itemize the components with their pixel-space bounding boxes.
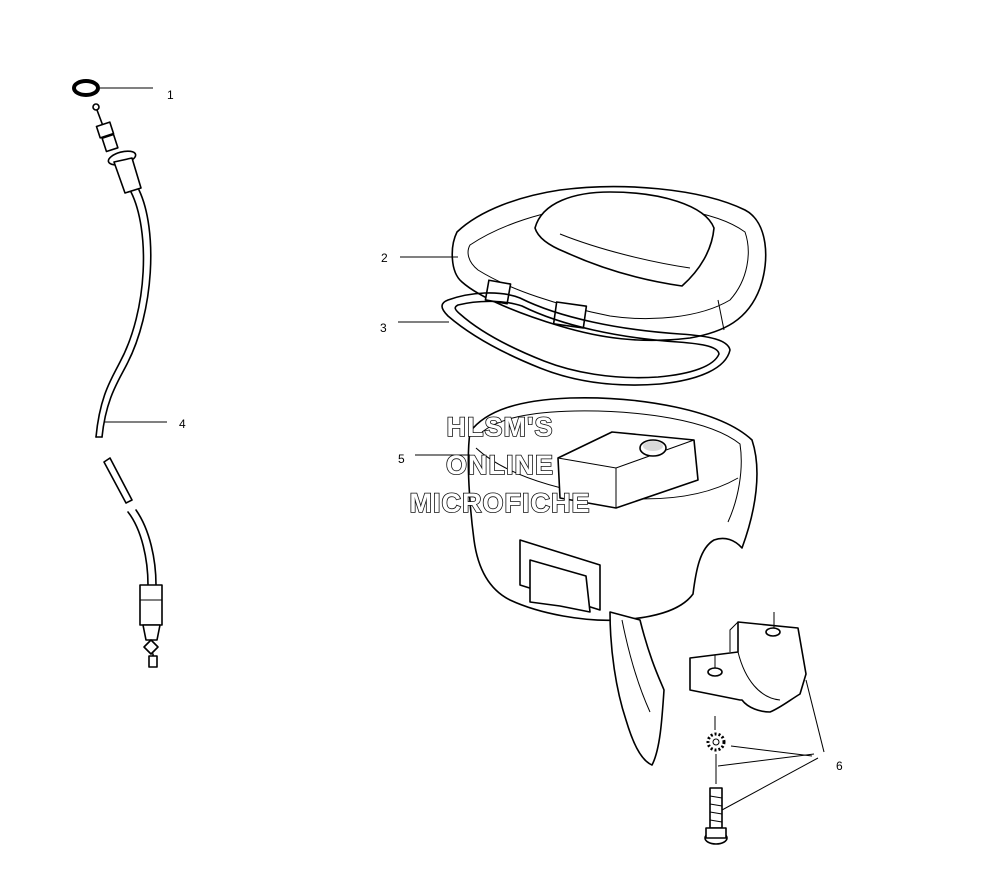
part-3-gasket (398, 292, 731, 386)
part-6-clamp-assembly (689, 612, 825, 845)
part-5-throttle-housing (415, 397, 758, 766)
callout-1: 1 (167, 88, 174, 102)
watermark-line-3: MICROFICHE (410, 488, 591, 518)
callout-4: 4 (179, 417, 186, 431)
part-1-o-ring (72, 79, 153, 97)
watermark: HLSM'S ONLINE MICROFICHE (409, 411, 591, 519)
watermark-line-2: ONLINE (446, 450, 554, 480)
callout-5: 5 (398, 452, 405, 466)
watermark-line-1: HLSM'S (447, 412, 554, 442)
callout-3: 3 (380, 321, 387, 335)
screw-icon (704, 787, 728, 845)
callout-2: 2 (381, 251, 388, 265)
callout-6: 6 (836, 759, 843, 773)
part-4-throttle-cable (92, 103, 167, 668)
lock-washer-icon (706, 732, 726, 752)
part-2-cover (400, 185, 767, 342)
